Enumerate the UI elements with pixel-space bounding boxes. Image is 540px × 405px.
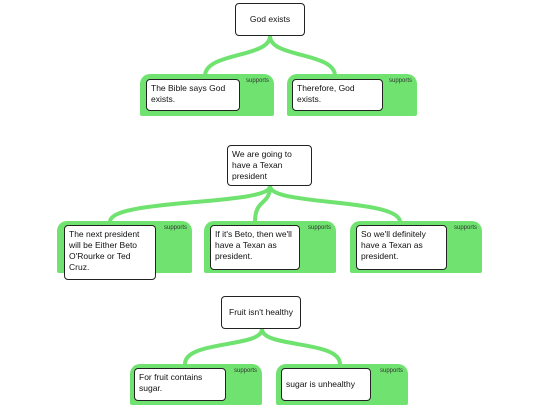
premise-text: So we'll definitely have a Texan as pres… (361, 229, 426, 261)
connector-line (260, 327, 342, 366)
premise-text: The next president will be Either Beto O… (69, 229, 140, 272)
claim-text: We are going to have a Texan president (232, 149, 292, 181)
support-label: supports (163, 225, 187, 231)
support-label: supports (379, 368, 403, 374)
premise-box[interactable]: The next president will be Either Beto O… (64, 225, 156, 280)
premise-box[interactable]: The Bible says God exists. (146, 79, 240, 111)
connector-line (108, 184, 272, 224)
claim-box[interactable]: We are going to have a Texan president (227, 145, 312, 186)
premise-text: sugar is unhealthy (286, 379, 355, 389)
claim-box[interactable]: God exists (235, 3, 305, 36)
claim-text: God exists (249, 14, 291, 24)
connector-line (268, 184, 402, 224)
connector-line (253, 184, 272, 224)
premise-text: For fruit contains sugar. (139, 372, 203, 393)
connector-line (203, 34, 272, 78)
connector-line (268, 34, 337, 78)
support-label: supports (388, 78, 412, 84)
premise-box[interactable]: For fruit contains sugar. (134, 368, 226, 401)
connector-line (183, 327, 264, 366)
support-label: supports (453, 225, 477, 231)
premise-box[interactable]: sugar is unhealthy (281, 368, 371, 401)
support-label: supports (307, 225, 331, 231)
premise-box[interactable]: If it's Beto, then we'll have a Texan as… (210, 225, 300, 270)
premise-text: The Bible says God exists. (151, 83, 226, 104)
premise-box[interactable]: So we'll definitely have a Texan as pres… (356, 225, 447, 270)
premise-box[interactable]: Therefore, God exists. (292, 79, 383, 111)
support-label: supports (245, 78, 269, 84)
premise-text: Therefore, God exists. (297, 83, 355, 104)
premise-text: If it's Beto, then we'll have a Texan as… (215, 229, 292, 261)
claim-box[interactable]: Fruit isn't healthy (221, 296, 301, 329)
claim-text: Fruit isn't healthy (229, 307, 293, 317)
support-label: supports (233, 368, 257, 374)
